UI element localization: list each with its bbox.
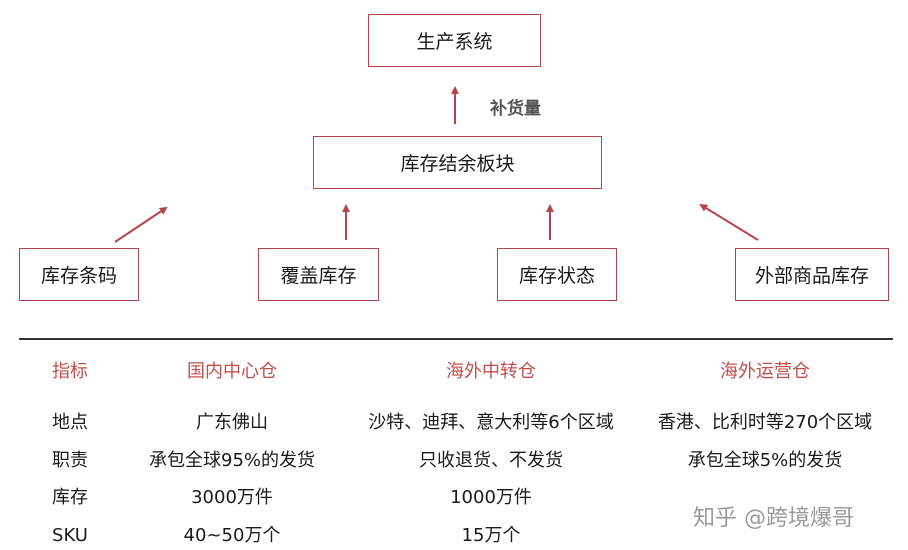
table-cell: 只收退货、不发货 [419,450,563,471]
source-node-barcode: 库存条码 [19,248,139,301]
inventory-balance-label: 库存结余板块 [400,153,515,175]
header-overseas-operation: 海外运营仓 [720,361,810,382]
source-node-label: 库存状态 [518,265,595,287]
source-node-label: 库存条码 [40,265,117,287]
source-node-label: 覆盖库存 [280,265,357,287]
source-node-label: 外部商品库存 [754,265,869,287]
flow-arrows [114,86,759,243]
header-metric: 指标 [52,361,88,382]
row-label-sku: SKU [52,525,88,546]
production-system-node: 生产系统 [368,14,541,67]
source-node-status: 库存状态 [497,248,617,301]
table-cell: 承包全球5%的发货 [687,450,843,471]
replenishment-label: 补货量 [490,99,541,119]
header-domestic-warehouse: 国内中心仓 [187,361,277,382]
header-overseas-transit: 海外中转仓 [446,361,536,382]
table-cell: 沙特、迪拜、意大利等6个区域 [368,412,614,433]
arrow-from-barcode [114,206,168,243]
source-node-coverage: 覆盖库存 [258,248,379,301]
row-label-duty: 职责 [52,450,88,471]
table-cell: 承包全球95%的发货 [148,450,316,471]
watermark: 知乎 @跨境爆哥 [693,506,854,531]
row-label-inventory: 库存 [52,487,88,508]
arrow-from-external [699,203,759,241]
inventory-balance-node: 库存结余板块 [313,136,602,189]
table-cell: 3000万件 [191,487,273,508]
table-cell: 香港、比利时等270个区域 [657,412,873,433]
table-cell: 15万个 [461,525,521,546]
production-system-label: 生产系统 [416,31,493,53]
row-label-location: 地点 [52,412,88,433]
table-cell: 40~50万个 [183,525,281,546]
source-node-external: 外部商品库存 [735,248,889,301]
table-cell: 1000万件 [450,487,532,508]
section-divider [19,338,893,340]
table-cell: 广东佛山 [196,412,268,433]
